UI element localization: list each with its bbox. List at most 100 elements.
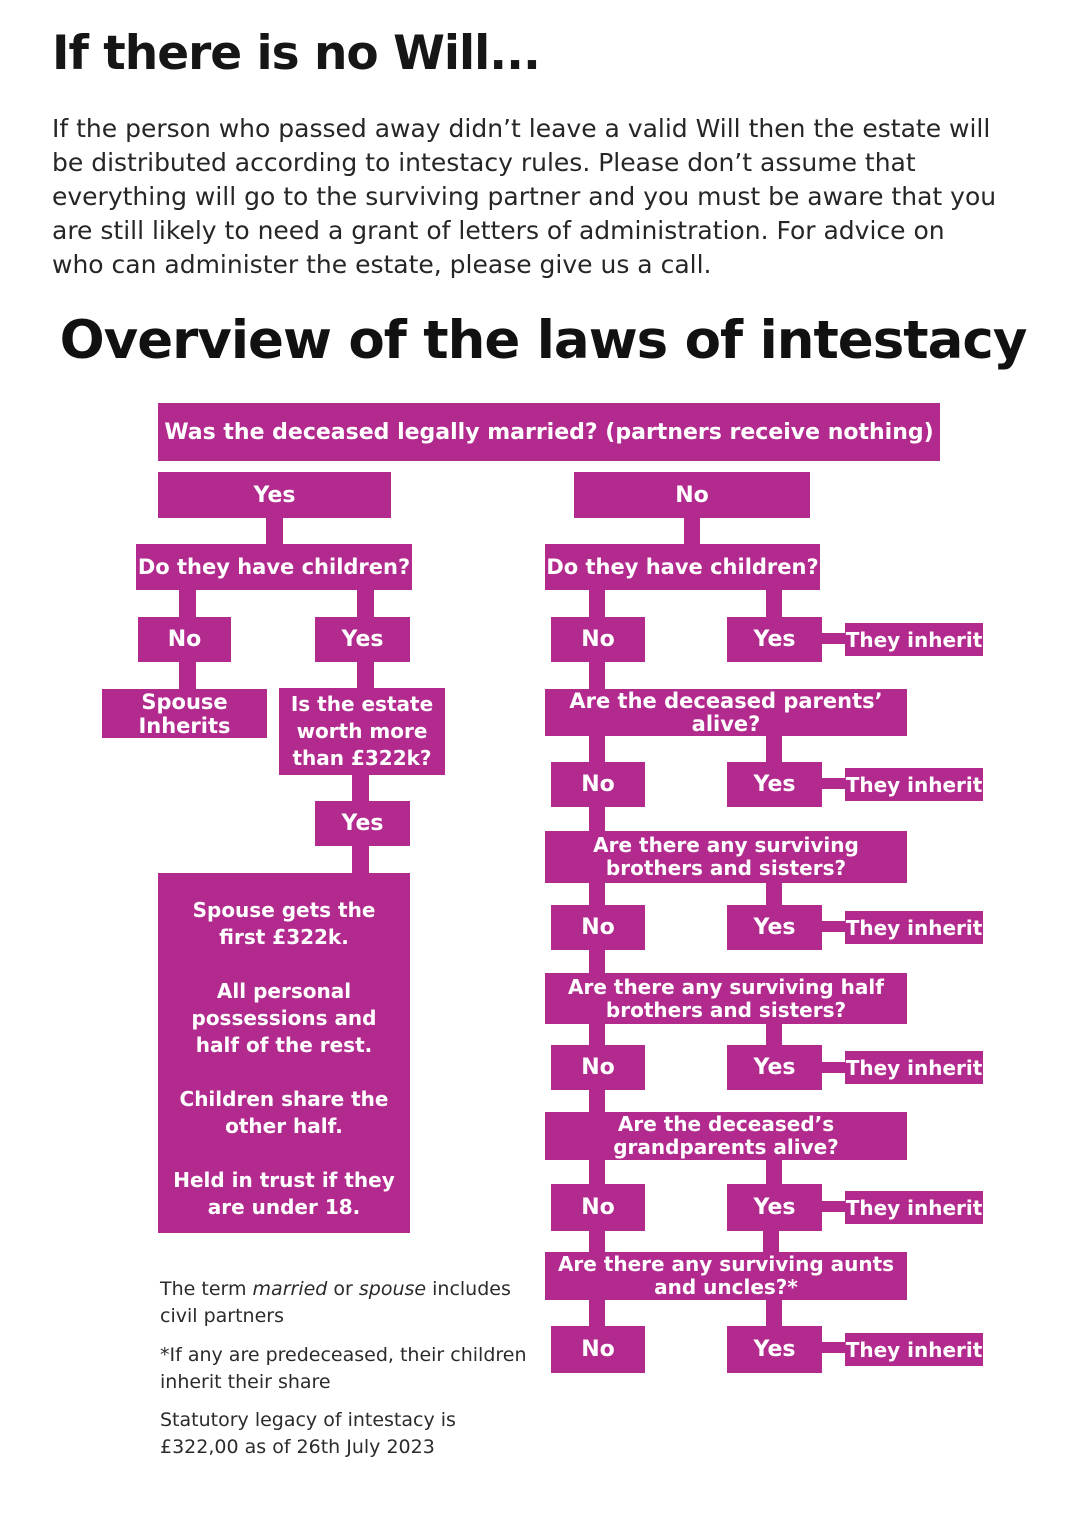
flow-right-married-no-box: No xyxy=(574,472,810,518)
connector xyxy=(766,1024,782,1045)
flow-they-inherit-box: They inherit xyxy=(845,1191,983,1224)
estate-question-line: Is the estate xyxy=(290,692,434,716)
connector xyxy=(589,950,605,973)
flow-left-children-question-box: Do they have children? xyxy=(136,544,412,590)
flow-row-yes-box: Yes xyxy=(727,617,822,662)
intro-line: be distributed according to intestacy ru… xyxy=(52,148,916,177)
outcome-paragraph: Held in trust if they are under 18. xyxy=(173,1168,395,1219)
connector xyxy=(822,633,845,644)
flow-half-siblings-question-box: Are there any surviving half brothers an… xyxy=(545,973,907,1024)
flow-siblings-question-box: Are there any surviving brothers and sis… xyxy=(545,831,907,883)
connector xyxy=(352,846,369,874)
outcome-paragraph: Children share the other half. xyxy=(179,1087,389,1138)
flow-row-yes-box: Yes xyxy=(727,762,822,807)
connector xyxy=(589,736,605,763)
connector xyxy=(684,518,700,545)
flow-row-no-box: No xyxy=(551,1045,645,1090)
footnote-text-italic: married xyxy=(252,1278,328,1300)
footnote-line: inherit their share xyxy=(160,1371,331,1393)
flow-row-yes-box: Yes xyxy=(727,1045,822,1090)
flow-root-question-box: Was the deceased legally married? (partn… xyxy=(158,403,940,461)
flow-left-children-yes-box: Yes xyxy=(315,617,410,662)
connector xyxy=(357,590,374,618)
overview-heading: Overview of the laws of intestacy xyxy=(59,310,1028,371)
intro-line: who can administer the estate, please gi… xyxy=(52,250,712,279)
connector xyxy=(589,1231,605,1253)
footnote-line: *If any are predeceased, their children xyxy=(160,1344,527,1366)
footnote-text: The term xyxy=(160,1278,253,1300)
connector xyxy=(766,590,782,618)
connector xyxy=(266,518,283,545)
connector xyxy=(179,590,196,618)
intro-line: are still likely to need a grant of lett… xyxy=(52,216,945,245)
flow-they-inherit-box: They inherit xyxy=(845,1333,983,1366)
question-line: and uncles?* xyxy=(654,1275,798,1299)
flow-aunts-uncles-question-box: Are there any surviving aunts and uncles… xyxy=(545,1252,907,1300)
flow-estate-yes-box: Yes xyxy=(315,801,410,846)
flow-row-yes-box: Yes xyxy=(727,905,822,950)
footnote-predeceased: *If any are predeceased, their children … xyxy=(160,1342,527,1396)
connector xyxy=(589,662,605,690)
connector xyxy=(589,883,605,905)
question-line: Are there any surviving aunts xyxy=(557,1252,895,1276)
connector xyxy=(766,736,782,763)
page-title: If there is no Will... xyxy=(52,26,541,81)
connector xyxy=(822,921,845,932)
question-line: grandparents alive? xyxy=(613,1135,839,1159)
outcome-paragraph: All personal possessions and half of the… xyxy=(191,979,377,1057)
connector xyxy=(589,1024,605,1045)
outcome-paragraph: Spouse gets the first £322k. xyxy=(192,898,376,949)
connector xyxy=(589,807,605,831)
flow-row-no-box: No xyxy=(551,762,645,807)
flow-row-no-box: No xyxy=(551,905,645,950)
connector xyxy=(352,775,369,802)
connector xyxy=(179,662,196,690)
question-line: Are there any surviving xyxy=(593,833,859,857)
question-line: Are the deceased parents’ alive? xyxy=(569,688,883,736)
flow-parents-question-box: Are the deceased parents’ alive? xyxy=(545,689,907,736)
flow-row-yes-box: Yes xyxy=(727,1326,822,1373)
connector xyxy=(589,1160,605,1185)
flow-they-inherit-box: They inherit xyxy=(845,623,983,656)
connector xyxy=(589,590,605,618)
flow-left-children-no-box: No xyxy=(138,617,231,662)
flow-row-no-box: No xyxy=(551,1184,645,1231)
footnote-line: civil partners xyxy=(160,1305,284,1327)
question-line: Are the deceased’s xyxy=(617,1112,835,1136)
footnote-line: Statutory legacy of intestacy is xyxy=(160,1409,456,1431)
estate-question-line: than £322k? xyxy=(292,746,432,770)
connector xyxy=(822,1062,845,1073)
flow-spouse-inherits-box: Spouse Inherits xyxy=(102,689,267,738)
flow-grandparents-question-box: Are the deceased’s grandparents alive? xyxy=(545,1112,907,1160)
intro-paragraph: If the person who passed away didn’t lea… xyxy=(52,112,1002,282)
flow-row-no-box: No xyxy=(551,617,645,662)
flow-they-inherit-box: They inherit xyxy=(845,911,983,944)
connector xyxy=(589,1090,605,1113)
connector xyxy=(766,883,782,905)
footnote-line: The term married or spouse includes xyxy=(160,1276,511,1303)
flow-left-married-yes-box: Yes xyxy=(158,472,391,518)
question-line: brothers and sisters? xyxy=(605,856,847,880)
connector xyxy=(822,1201,845,1212)
flow-they-inherit-box: They inherit xyxy=(845,1051,983,1084)
footnote-married-term: The term married or spouse includes civi… xyxy=(160,1276,511,1330)
connector xyxy=(763,1231,779,1253)
connector xyxy=(766,1300,782,1326)
estate-question-line: worth more xyxy=(296,719,428,743)
footnote-text: includes xyxy=(426,1278,511,1300)
intro-line: everything will go to the surviving part… xyxy=(52,182,997,211)
footnote-statutory-legacy: Statutory legacy of intestacy is £322,00… xyxy=(160,1407,456,1461)
question-line: brothers and sisters? xyxy=(605,997,847,1022)
connector xyxy=(766,1160,782,1185)
intro-line: If the person who passed away didn’t lea… xyxy=(52,114,991,143)
flow-right-children-question-box: Do they have children? xyxy=(545,544,820,590)
question-line: Are there any surviving half xyxy=(568,974,884,999)
footnote-text-italic: spouse xyxy=(358,1278,427,1300)
flow-estate-question-box: Is the estate worth more than £322k? xyxy=(279,688,445,775)
flow-row-yes-box: Yes xyxy=(727,1184,822,1231)
connector xyxy=(589,1300,605,1326)
connector xyxy=(822,1342,845,1353)
flow-they-inherit-box: They inherit xyxy=(845,768,983,801)
flow-spouse-outcome-box: Spouse gets the first £322k. All persona… xyxy=(158,873,410,1233)
